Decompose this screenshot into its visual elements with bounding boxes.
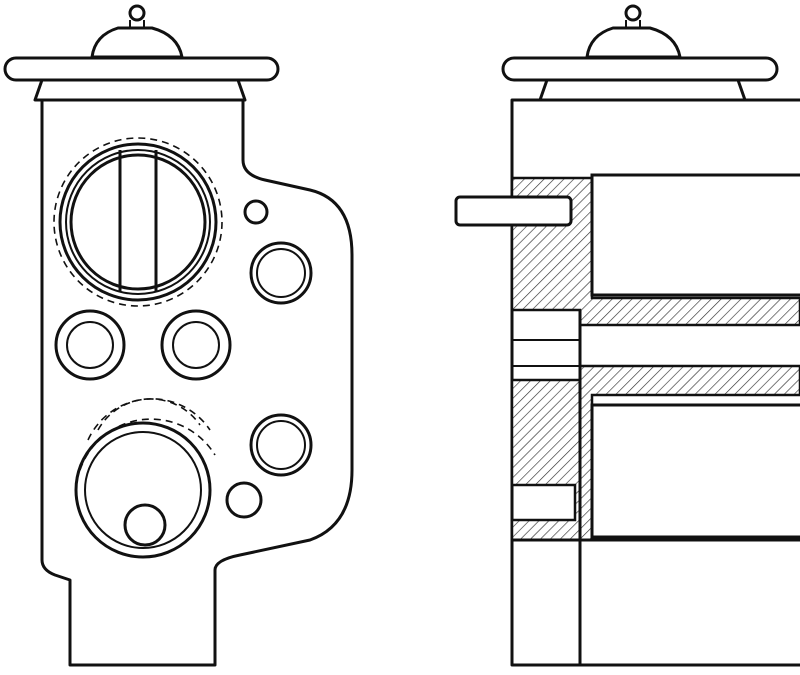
lower-chamber (590, 403, 800, 539)
front-view (3, 4, 354, 667)
main-port (53, 137, 223, 307)
outlet-port (74, 398, 216, 559)
section-neck (538, 78, 747, 101)
section-dome (585, 26, 682, 59)
rod (454, 195, 573, 227)
small-hole (243, 199, 269, 225)
dome (90, 26, 184, 59)
knob (128, 4, 146, 22)
section-flange (501, 56, 779, 82)
upper-chamber (590, 173, 800, 297)
flange (3, 56, 280, 82)
section-knob (624, 4, 642, 22)
side-section-view (454, 4, 800, 667)
neck (33, 78, 247, 102)
bolt-holes (54, 241, 313, 519)
body-outline (40, 100, 354, 667)
